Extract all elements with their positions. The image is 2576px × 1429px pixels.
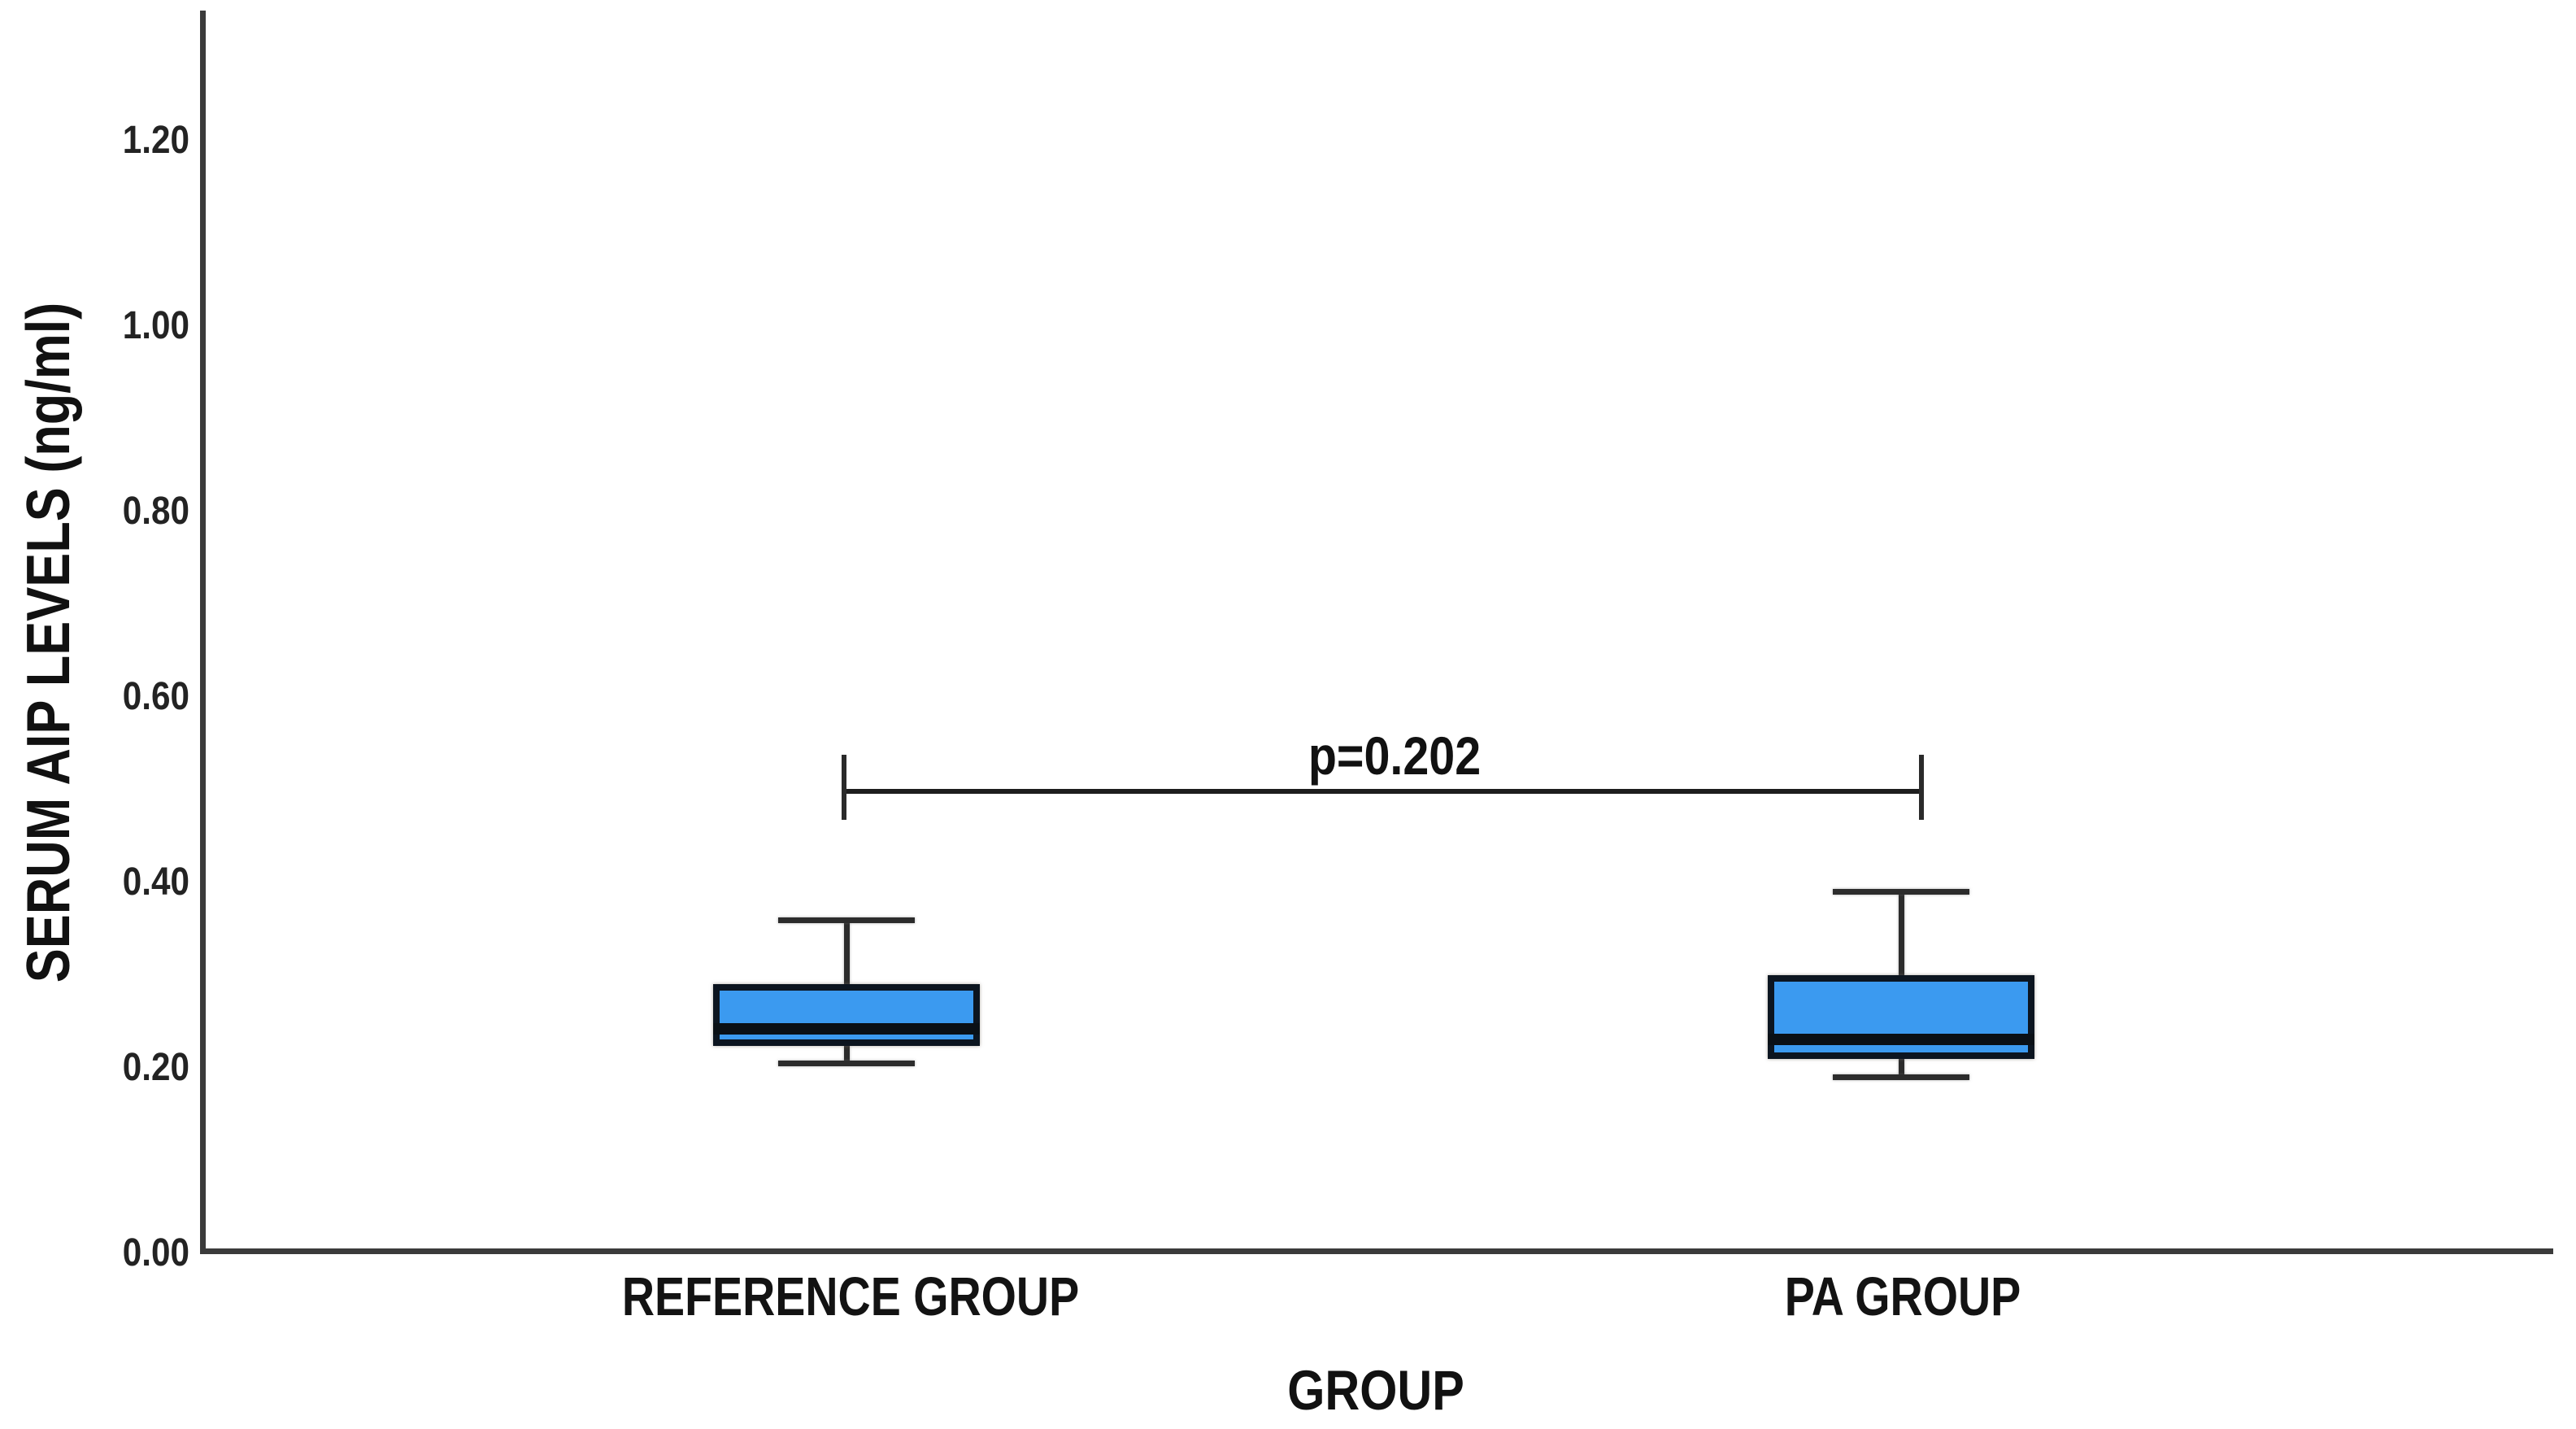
whisker-upper-line — [1899, 891, 1904, 975]
iqr-box — [1768, 975, 2034, 1059]
x-axis-line — [200, 1248, 2553, 1254]
y-tick-label: 0.20 — [122, 1046, 189, 1089]
whisker-upper-cap — [778, 917, 915, 923]
whisker-lower-cap — [778, 1061, 915, 1066]
y-tick-label: 0.60 — [122, 675, 189, 718]
whisker-upper-cap — [1833, 889, 1969, 895]
whisker-upper-line — [844, 920, 850, 984]
whisker-lower-line — [844, 1046, 850, 1063]
significance-bracket-left-tick — [842, 755, 846, 820]
significance-bracket-line — [844, 789, 1921, 794]
median-line — [713, 1023, 980, 1035]
y-tick-label: 0.80 — [122, 490, 189, 533]
significance-bracket-right-tick — [1919, 755, 1924, 820]
y-tick-label: 0.40 — [122, 860, 189, 904]
category-label-pa-group: PA GROUP — [1784, 1266, 2021, 1327]
p-value-label: p=0.202 — [1308, 725, 1482, 786]
median-line — [1768, 1034, 2034, 1045]
whisker-lower-cap — [1833, 1074, 1969, 1080]
y-tick-label: 0.00 — [122, 1231, 189, 1274]
category-label-reference-group: REFERENCE GROUP — [621, 1266, 1080, 1327]
y-tick-label: 1.00 — [122, 304, 189, 347]
whisker-lower-line — [1899, 1059, 1904, 1077]
x-axis-title: GROUP — [1287, 1359, 1464, 1422]
iqr-box — [713, 984, 980, 1046]
y-tick-label: 1.20 — [122, 119, 189, 162]
y-axis-line — [200, 11, 206, 1254]
